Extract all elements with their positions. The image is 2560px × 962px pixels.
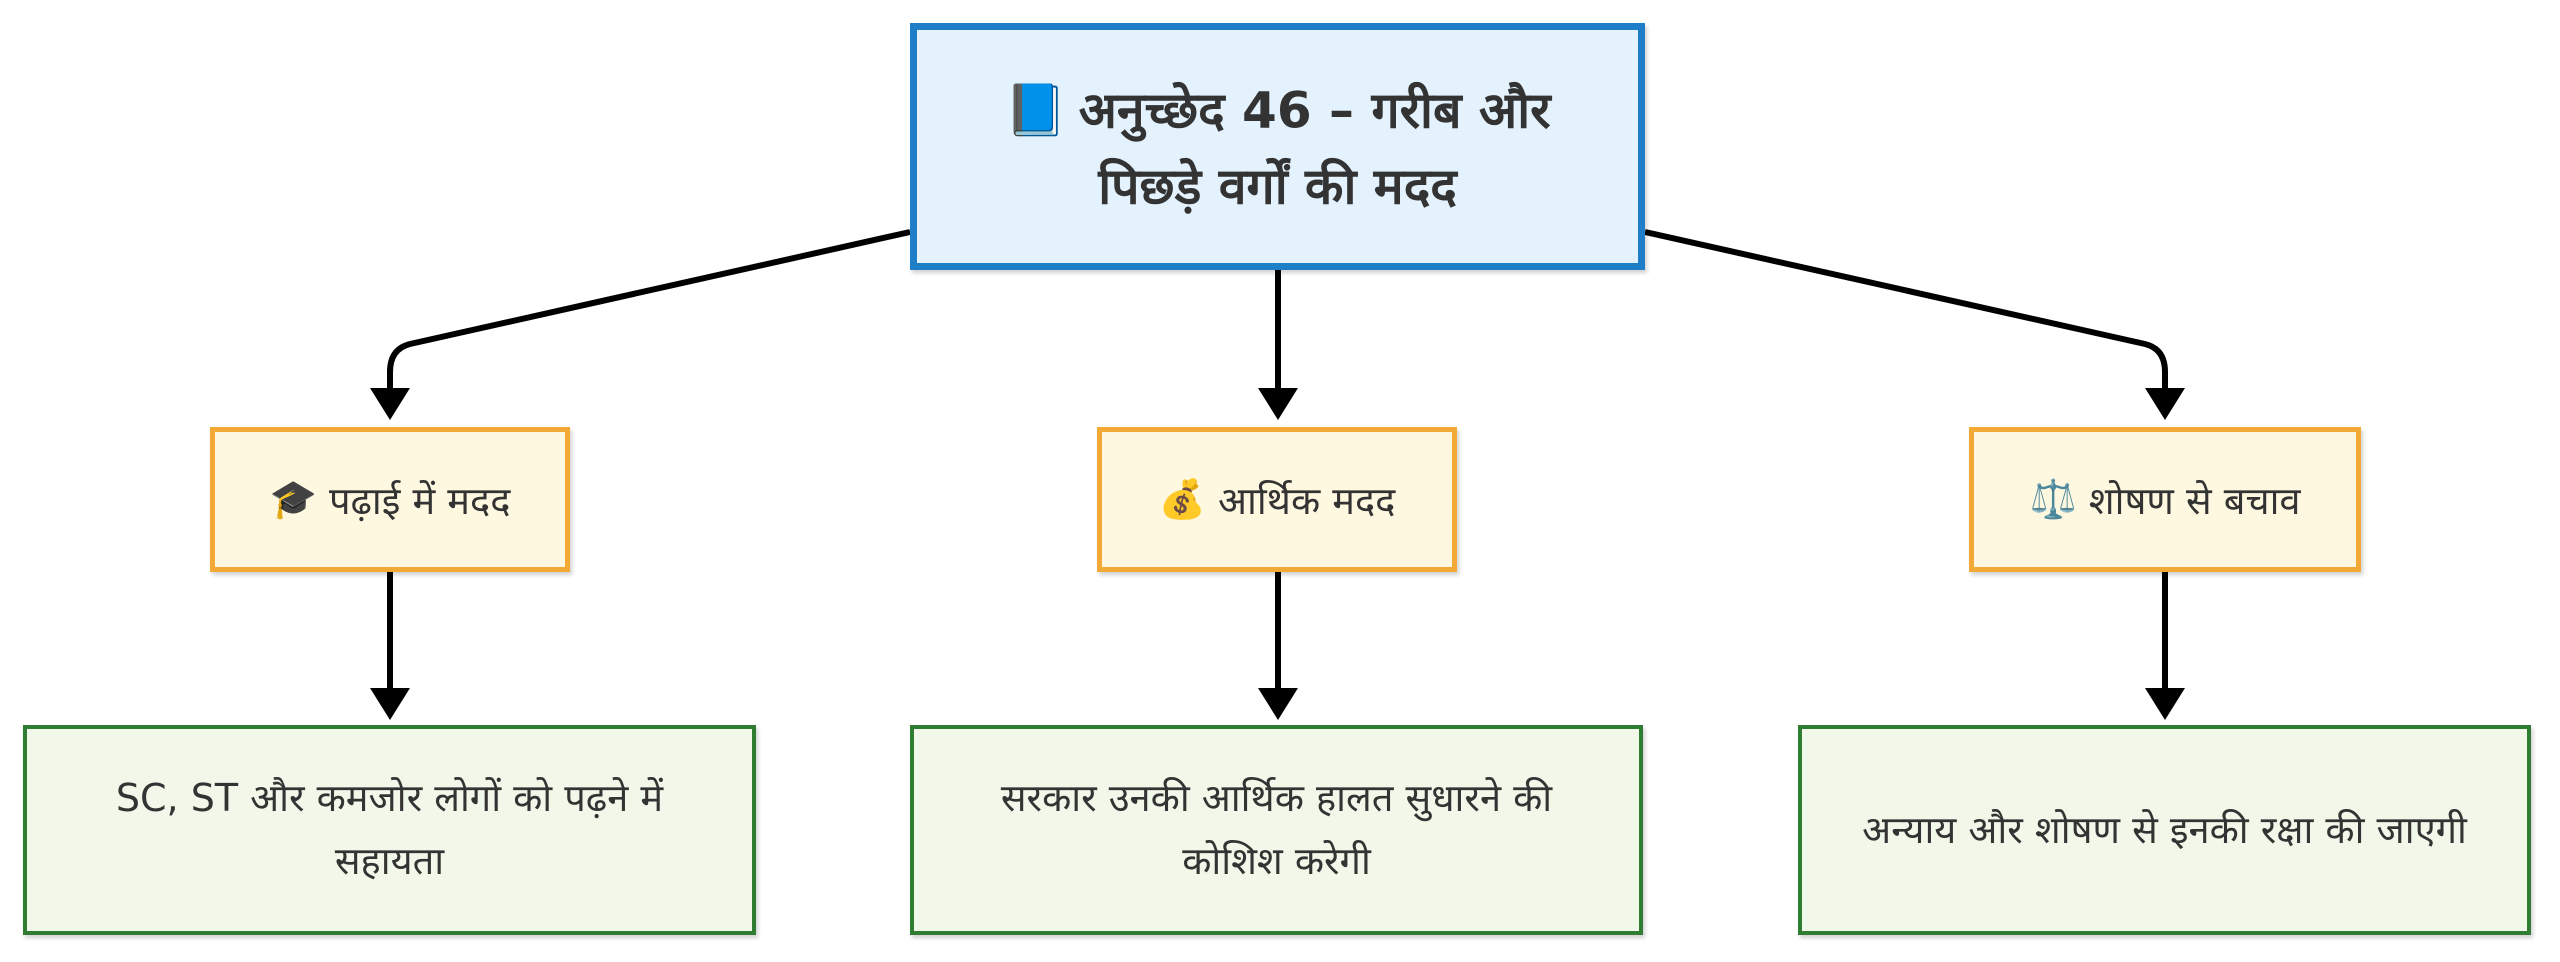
branch-label-financial: आर्थिक मदद [1218,478,1396,523]
root-content: 📘अनुच्छेद 46 – गरीब और पिछड़े वर्गों की … [977,71,1578,223]
detail-text-education: SC, ST और कमजोर लोगों को पढ़ने में सहायत… [115,776,664,883]
branch-label-education: पढ़ाई में मदद [328,478,511,523]
detail-node-financial: सरकार उनकी आर्थिक हालत सुधारने की कोशिश … [910,725,1643,935]
connector-root-to-protection [1644,229,2168,388]
money-bag-icon: 💰 [1158,477,1206,521]
branch-node-protection: ⚖️शोषण से बचाव [1969,427,2361,572]
arrowhead-protection-detail [2145,688,2185,720]
connector-root-to-education [387,229,911,388]
detail-node-protection: अन्याय और शोषण से इनकी रक्षा की जाएगी [1798,725,2531,935]
detail-text-financial: सरकार उनकी आर्थिक हालत सुधारने की कोशिश … [1000,776,1553,883]
root-title: अनुच्छेद 46 – गरीब और पिछड़े वर्गों की म… [1078,81,1551,215]
arrowhead-education-detail [370,688,410,720]
graduation-cap-icon: 🎓 [269,477,317,521]
root-node: 📘अनुच्छेद 46 – गरीब और पिछड़े वर्गों की … [910,23,1645,270]
arrowhead-protection [2145,388,2185,420]
book-icon: 📘 [1004,81,1067,139]
branch-node-education: 🎓पढ़ाई में मदद [210,427,570,572]
detail-text-protection: अन्याय और शोषण से इनकी रक्षा की जाएगी [1862,807,2467,852]
branch-label-protection: शोषण से बचाव [2088,478,2301,523]
arrowhead-financial-detail [1258,688,1298,720]
branch-node-financial: 💰 आर्थिक मदद [1097,427,1457,572]
scales-icon: ⚖️ [2029,477,2077,521]
arrowhead-financial [1258,388,1298,420]
arrowhead-education [370,388,410,420]
detail-node-education: SC, ST और कमजोर लोगों को पढ़ने में सहायत… [23,725,756,935]
